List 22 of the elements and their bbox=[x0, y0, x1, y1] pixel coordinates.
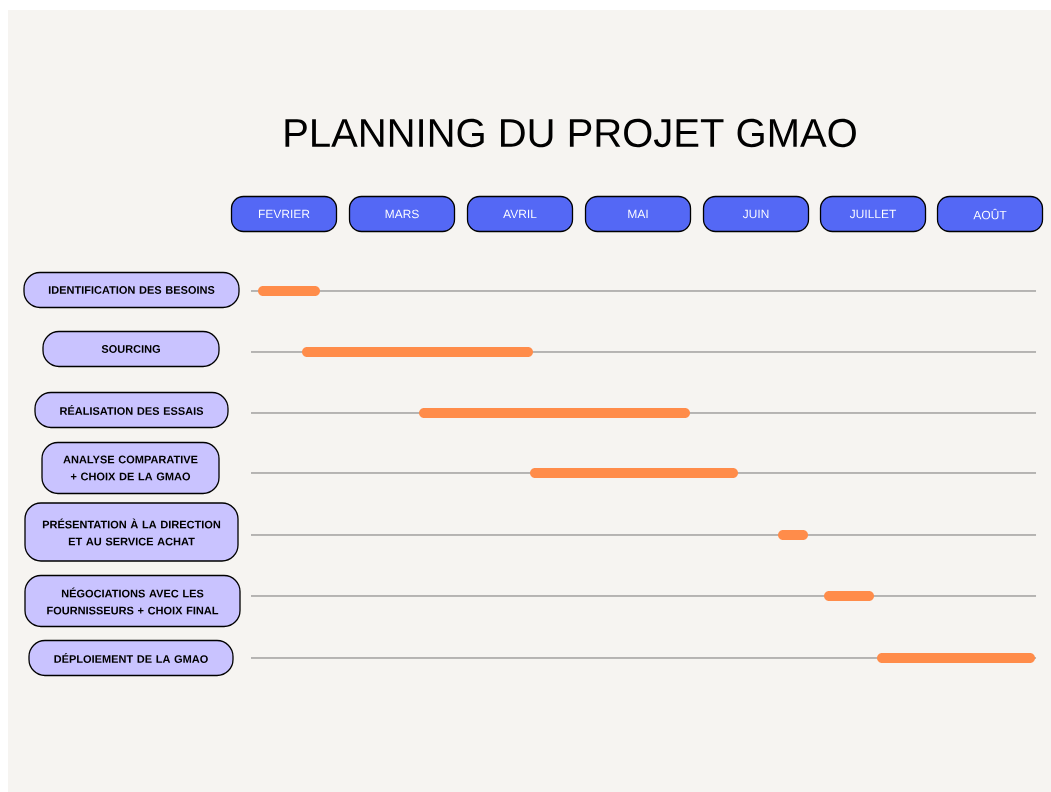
task-pill: ANALYSE COMPARATIVE + CHOIX DE LA GMAO bbox=[41, 441, 220, 495]
task-pill: IDENTIFICATION DES BESOINS bbox=[23, 271, 240, 309]
month-pill: MARS bbox=[348, 195, 456, 233]
title: PLANNING DU PROJET GMAO bbox=[285, 118, 856, 148]
gantt-bar bbox=[877, 653, 1035, 663]
gantt-bar bbox=[419, 408, 690, 418]
month-pill: AOÛT bbox=[936, 195, 1044, 233]
month-pill: FEVRIER bbox=[230, 195, 338, 233]
task-pill: RÉALISATION DES ESSAIS bbox=[34, 391, 229, 429]
gantt-bar bbox=[530, 468, 738, 478]
gantt-bar bbox=[302, 347, 533, 357]
month-pill: JUILLET bbox=[819, 195, 927, 233]
task-pill: SOURCING bbox=[42, 330, 220, 368]
gantt-bar bbox=[824, 591, 874, 601]
month-pill: MAI bbox=[584, 195, 692, 233]
month-pill: AVRIL bbox=[466, 195, 574, 233]
month-pill: JUIN bbox=[702, 195, 810, 233]
gantt-bar bbox=[258, 286, 320, 296]
task-pill: PRÉSENTATION À LA DIRECTION ET AU SERVICE ACHAT bbox=[24, 502, 239, 562]
gantt-bar bbox=[778, 530, 808, 540]
task-pill: NÉGOCIATIONS AVEC LES FOURNISSEURS + CHOIX FINAL bbox=[24, 574, 241, 628]
task-pill: DÉPLOIEMENT DE LA GMAO bbox=[28, 639, 234, 677]
